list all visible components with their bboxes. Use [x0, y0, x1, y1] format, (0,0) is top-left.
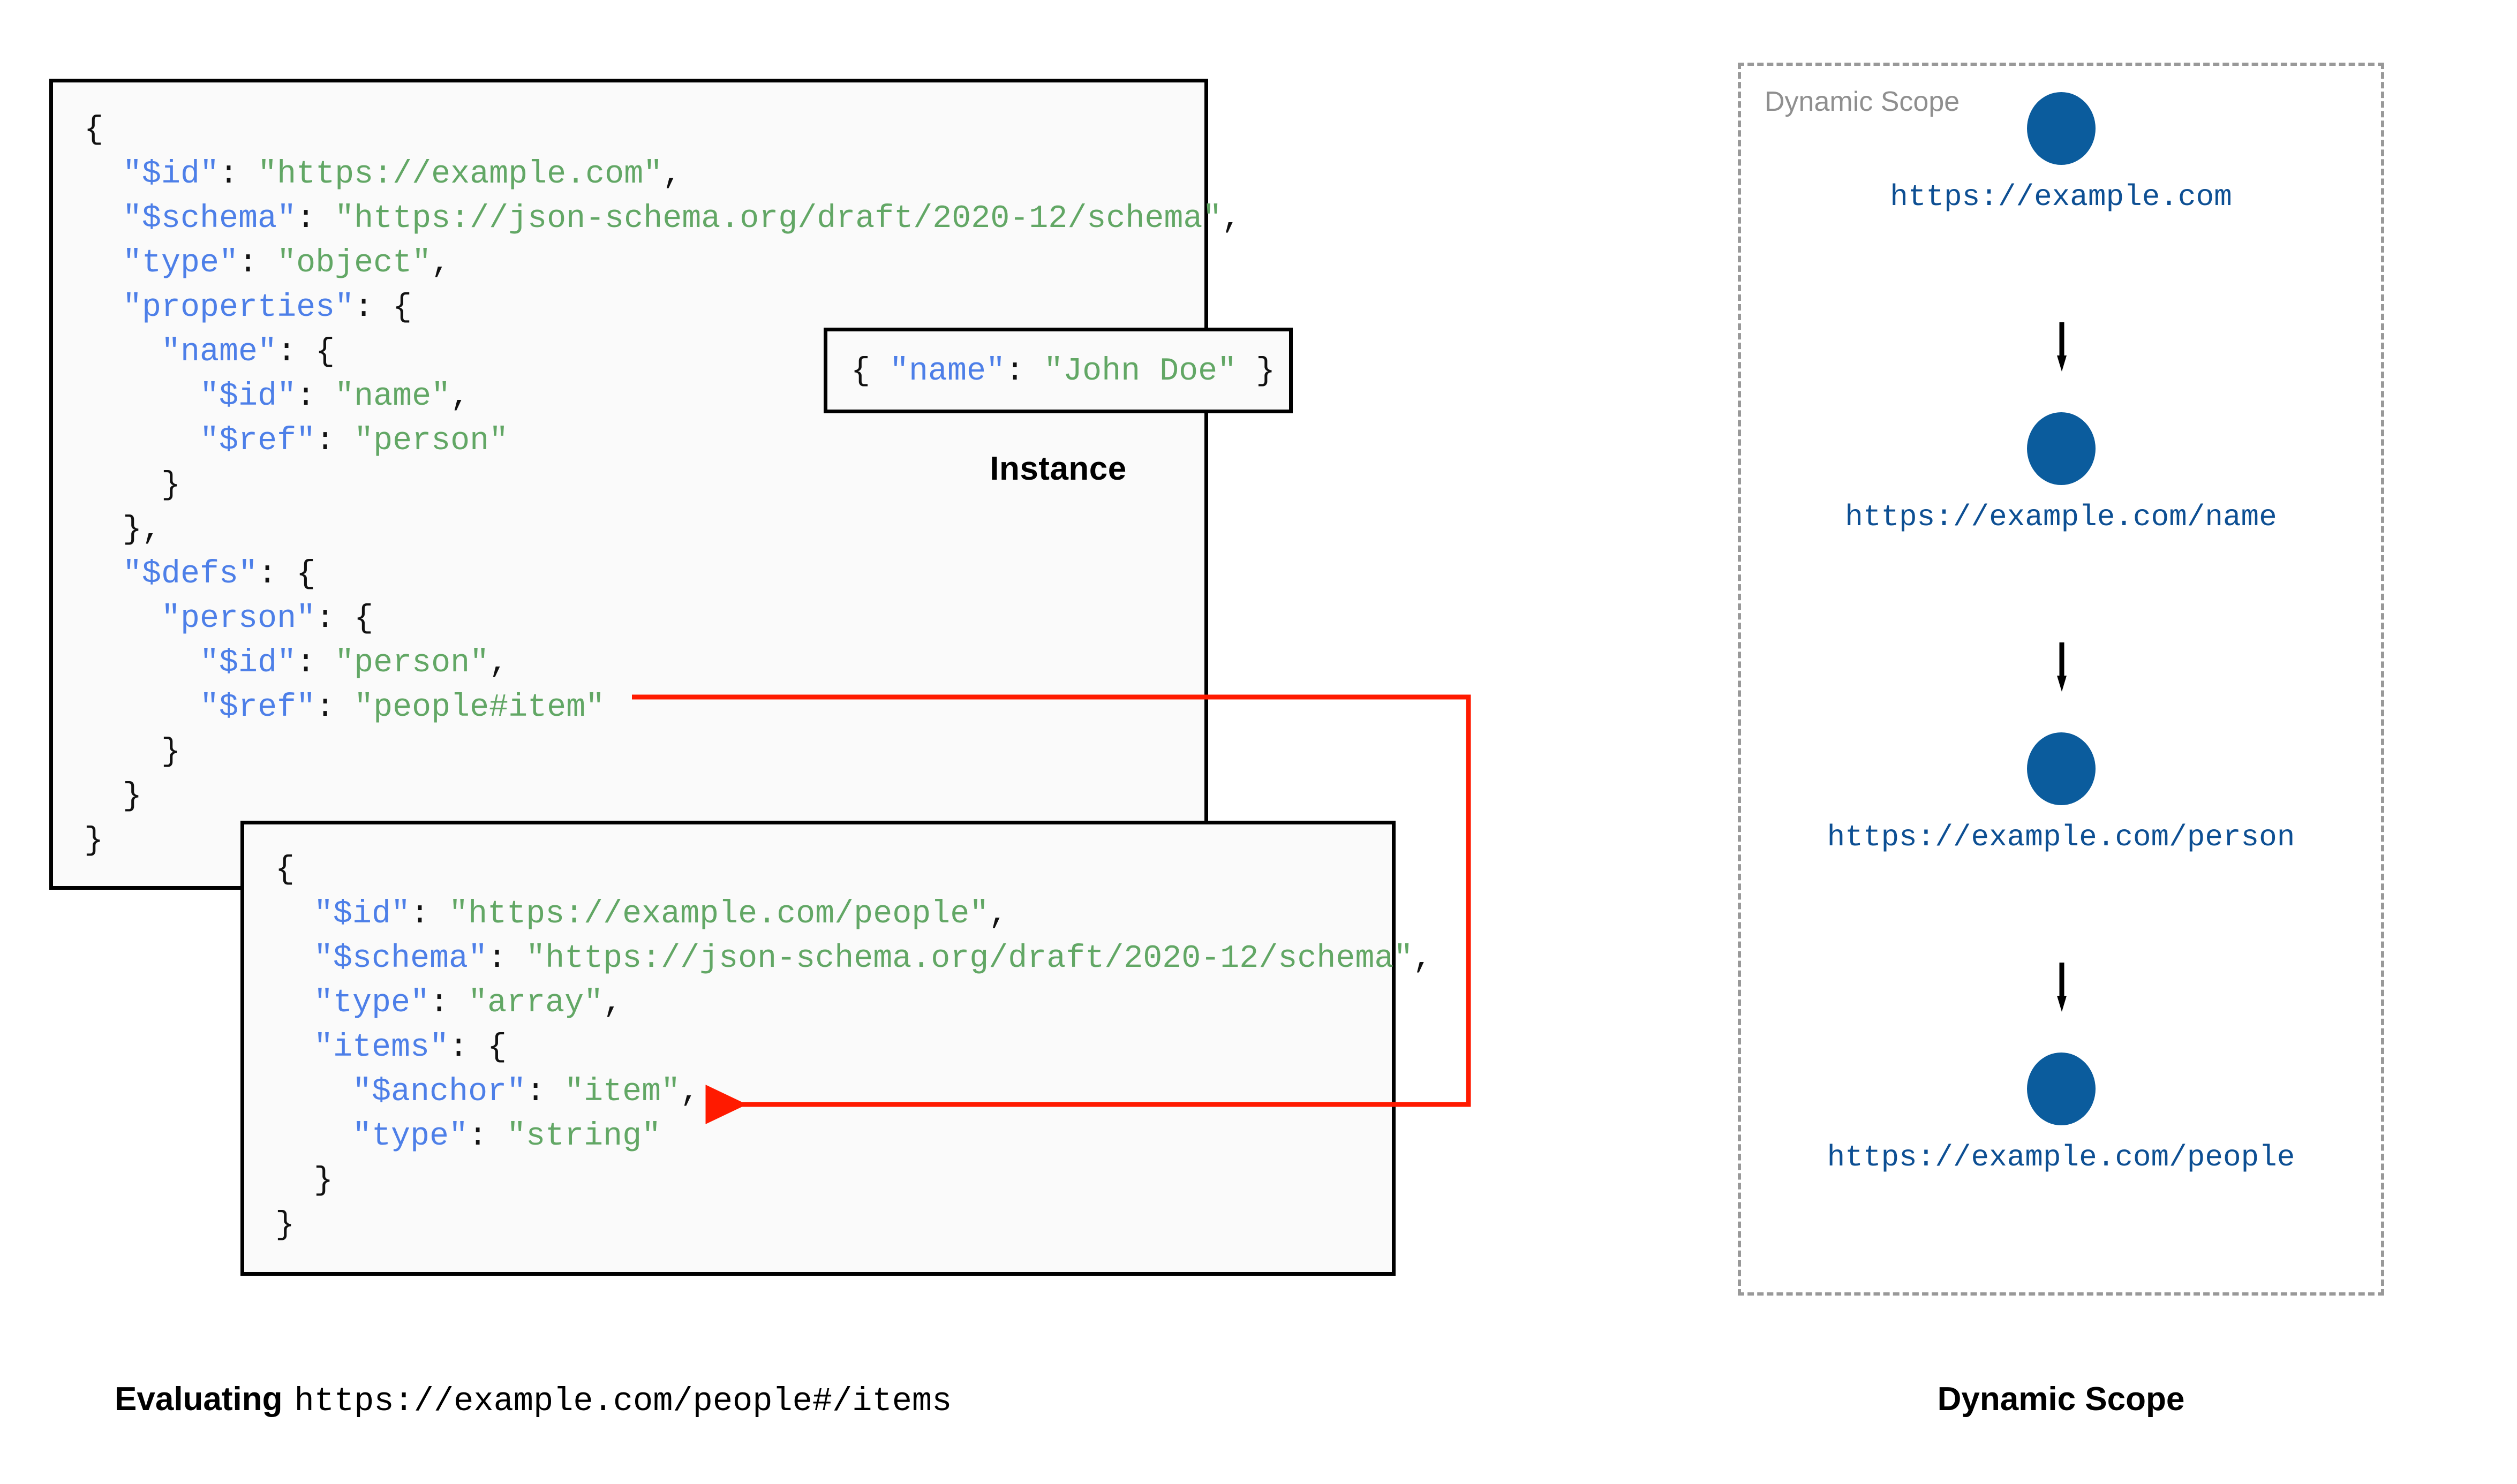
- evaluating-uri: https://example.com/people#/items: [294, 1382, 952, 1420]
- scope-node-label: https://example.com/people: [1827, 1140, 2295, 1175]
- scope-node-1: https://example.com/name: [1738, 412, 2384, 534]
- scope-node-circle: [2026, 1053, 2096, 1125]
- dynamic-scope-inner-label: Dynamic Scope: [1765, 86, 1960, 117]
- scope-node-label: https://example.com/person: [1827, 820, 2295, 854]
- scope-arrow-2-3: [2057, 963, 2067, 1012]
- scope-arrow-1-2: [2057, 642, 2067, 692]
- people-schema-box: { "$id": "https://example.com/people", "…: [240, 821, 1432, 1276]
- scope-arrow-0-1: [2057, 322, 2067, 372]
- scope-node-3: https://example.com/people: [1738, 1053, 2384, 1175]
- scope-node-0: https://example.com: [1738, 92, 2384, 214]
- scope-node-label: https://example.com: [1890, 180, 2232, 214]
- scope-node-circle: [2026, 92, 2096, 165]
- people-schema-code: { "$id": "https://example.com/people", "…: [275, 852, 1433, 1244]
- root-schema-code: { "$id": "https://example.com", "$schema…: [84, 112, 1241, 859]
- scope-node-circle: [2026, 412, 2096, 485]
- dynamic-scope-panel: [1738, 63, 2384, 1296]
- scope-node-label: https://example.com/name: [1845, 500, 2277, 534]
- instance-box: { "name": "John Doe" }: [824, 328, 1293, 413]
- instance-code: { "name": "John Doe" }: [851, 353, 1276, 390]
- instance-caption: Instance: [990, 450, 1127, 487]
- root-schema-box: { "$id": "https://example.com", "$schema…: [49, 79, 1241, 890]
- evaluating-caption: Evaluating https://example.com/people#/it…: [115, 1380, 952, 1420]
- scope-node-2: https://example.com/person: [1738, 732, 2384, 854]
- evaluating-label: Evaluating: [115, 1381, 283, 1418]
- scope-node-circle: [2026, 732, 2096, 805]
- dynamic-scope-caption: Dynamic Scope: [1937, 1381, 2185, 1418]
